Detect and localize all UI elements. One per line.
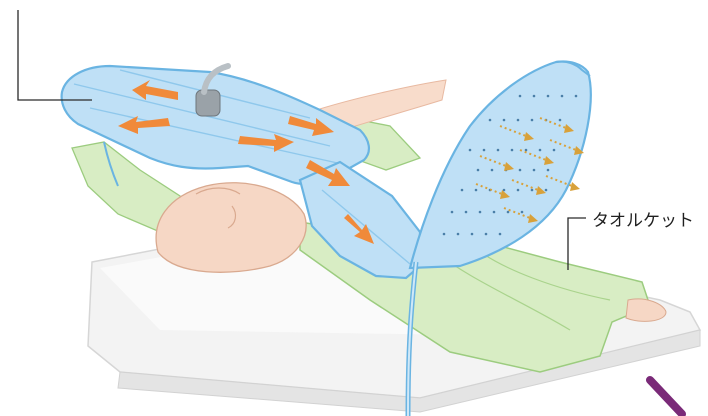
leader-line-towel [568,218,586,270]
towel-blanket-label: タオルケット [592,206,694,231]
corner-accent [650,380,682,414]
